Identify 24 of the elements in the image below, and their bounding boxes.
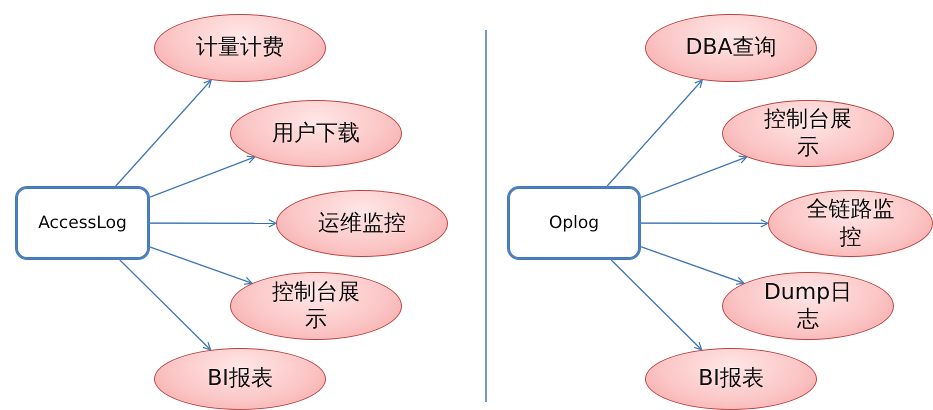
source-box <box>507 186 641 260</box>
node-label: 控制台展示 <box>270 278 361 334</box>
arrow <box>115 79 212 186</box>
node-label: 控制台展示 <box>762 106 853 161</box>
arrow <box>640 246 745 285</box>
node-label: Dump日志 <box>762 278 854 334</box>
arrow <box>640 156 748 198</box>
node-label: 运维监控 <box>318 210 406 238</box>
arrow <box>641 219 769 228</box>
node-label: BI报表 <box>207 365 273 393</box>
node-label: AccessLog <box>38 213 127 233</box>
arrow <box>150 219 277 228</box>
arrow <box>119 260 212 350</box>
source-box <box>15 186 150 260</box>
node-label: DBA查询 <box>685 34 777 62</box>
node-label: 计量计费 <box>196 34 284 62</box>
arrow <box>150 156 256 198</box>
arrow <box>150 246 253 285</box>
node-label: BI报表 <box>698 365 764 393</box>
node-label: 全链路监控 <box>805 196 896 251</box>
node-label: 用户下载 <box>272 120 360 148</box>
arrow <box>606 79 703 186</box>
arrow <box>610 260 702 350</box>
node-label: Oplog <box>548 213 600 233</box>
